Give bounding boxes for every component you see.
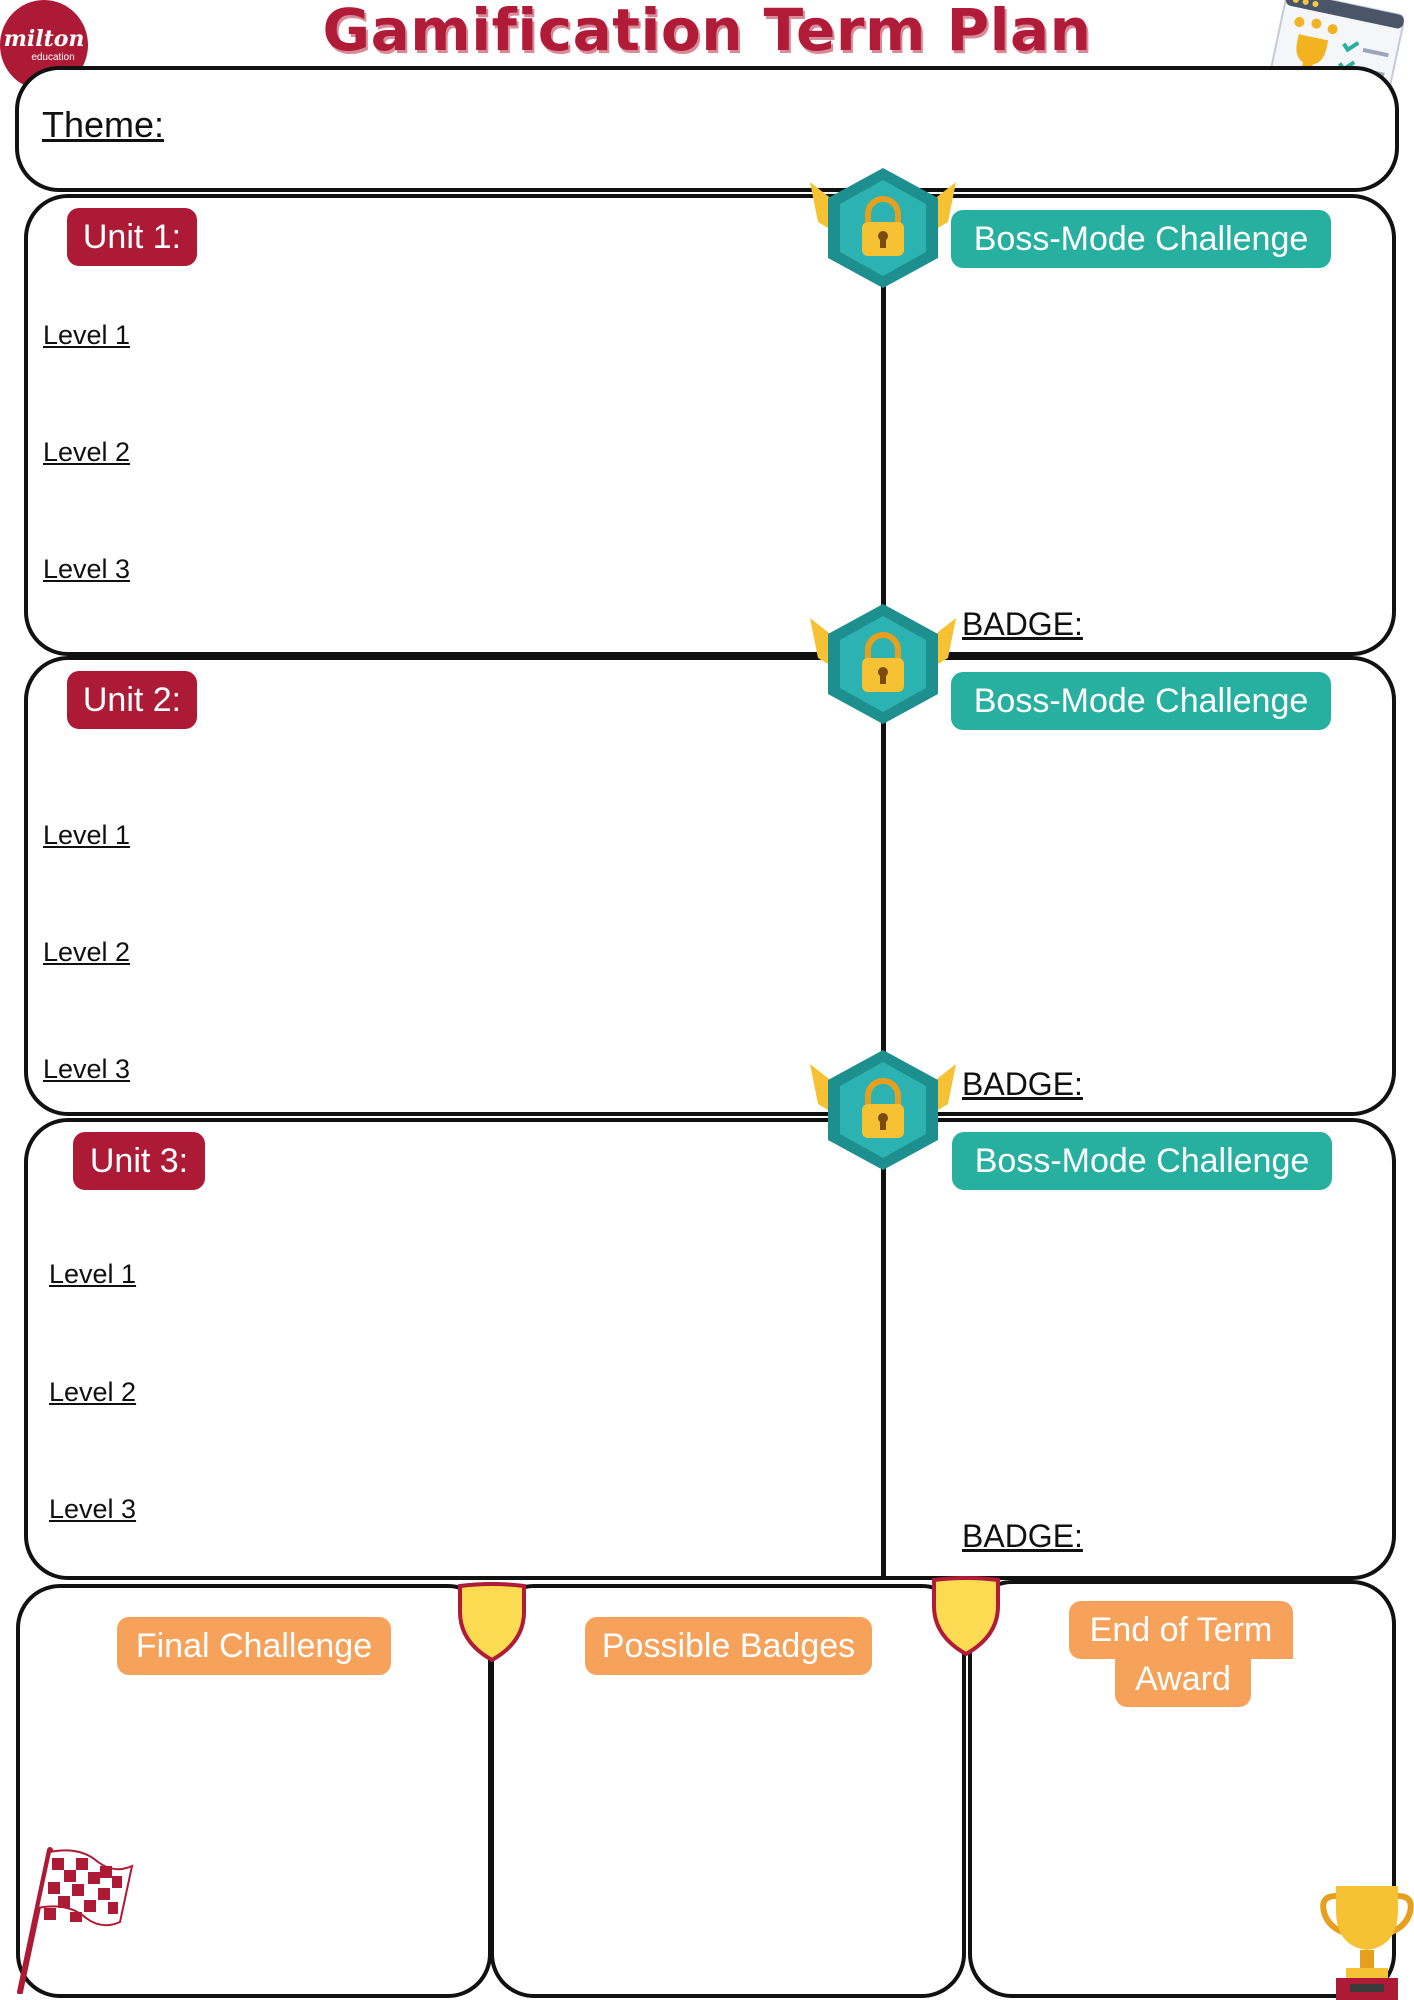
- unit-2-boss-tag: Boss-Mode Challenge: [951, 672, 1331, 730]
- unit-2-level-2: Level 2: [43, 937, 131, 967]
- unit-3-level-1: Level 1: [49, 1259, 137, 1289]
- unit-2-divider: [881, 720, 886, 1120]
- unit-2-box[interactable]: [24, 656, 1396, 1116]
- trophy-icon: [1320, 1886, 1414, 2000]
- unit-1-level-2: Level 2: [43, 437, 131, 467]
- unit-3-tag: Unit 3:: [73, 1132, 205, 1190]
- theme-label: Theme:: [42, 104, 165, 145]
- theme-box[interactable]: [15, 66, 1399, 192]
- page-title: Gamification Term Plan: [322, 0, 1092, 64]
- logo-sub: education: [31, 52, 75, 63]
- unit-1-boss-tag: Boss-Mode Challenge: [951, 210, 1331, 268]
- unit-1-divider: [881, 260, 886, 660]
- unit-2-badge-label: BADGE:: [962, 1066, 1083, 1102]
- unit-3-level-3: Level 3: [49, 1494, 137, 1524]
- unit-3-divider: [881, 1160, 886, 1580]
- lock-badge-icon: [810, 1050, 956, 1170]
- possible-badges-tag: Possible Badges: [585, 1617, 872, 1675]
- award-tag-line-2: Award: [1115, 1651, 1251, 1707]
- logo-brand: milton: [3, 26, 85, 52]
- unit-3-boss-tag: Boss-Mode Challenge: [952, 1132, 1332, 1190]
- checkered-flag-icon: [17, 1847, 134, 1994]
- lock-badge-icon: [810, 168, 956, 288]
- award-tag-line-1: End of Term: [1069, 1601, 1293, 1659]
- unit-3-badge-label: BADGE:: [962, 1518, 1083, 1554]
- lock-badge-icon: [810, 604, 956, 724]
- unit-1-badge-label: BADGE:: [962, 606, 1083, 642]
- shield-icon: [932, 1576, 1000, 1657]
- unit-1-tag: Unit 1:: [67, 208, 197, 266]
- unit-1-box[interactable]: [24, 194, 1396, 656]
- shield-icon: [458, 1582, 526, 1663]
- unit-2-tag: Unit 2:: [67, 671, 197, 729]
- unit-1-level-3: Level 3: [43, 554, 131, 584]
- unit-3-box[interactable]: [24, 1118, 1396, 1580]
- unit-3-level-2: Level 2: [49, 1377, 137, 1407]
- unit-2-level-1: Level 1: [43, 820, 131, 850]
- unit-2-level-3: Level 3: [43, 1054, 131, 1084]
- unit-1-level-1: Level 1: [43, 320, 131, 350]
- final-challenge-tag: Final Challenge: [117, 1617, 391, 1675]
